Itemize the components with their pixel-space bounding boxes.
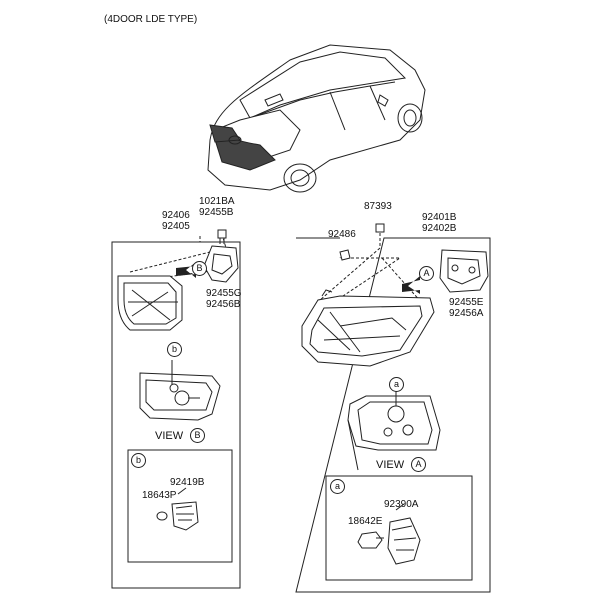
label-1021ba: 1021BA xyxy=(199,196,235,207)
label-92390a: 92390A xyxy=(384,499,419,510)
callout-b-lower: b xyxy=(167,342,182,357)
label-92401b: 92401B xyxy=(422,212,457,223)
detail-b-letter: b xyxy=(131,453,146,468)
label-18642e: 18642E xyxy=(348,516,383,527)
left-lamp-illustration xyxy=(117,275,183,331)
left-gasket-illustration xyxy=(203,245,239,283)
view-b-text: VIEW xyxy=(155,430,184,442)
label-92402b: 92402B xyxy=(422,223,457,234)
right-view-arrow-icon xyxy=(402,276,420,294)
right-detail-box xyxy=(325,475,473,581)
left-view-b-illustration xyxy=(139,372,221,421)
view-b-letter: B xyxy=(190,428,205,443)
label-92486: 92486 xyxy=(328,229,356,240)
right-gasket-illustration xyxy=(439,249,489,293)
left-detail-box xyxy=(127,449,233,563)
callout-b-upper: B xyxy=(192,261,207,276)
callout-a-upper: A xyxy=(419,266,434,281)
right-lamp-illustration xyxy=(301,289,435,367)
right-nut-icon xyxy=(339,249,351,261)
left-detail-parts-illustration xyxy=(156,487,199,531)
label-92406: 92406 xyxy=(162,210,190,221)
right-detail-parts-illustration xyxy=(357,503,421,565)
label-92455g: 92455G xyxy=(206,288,242,299)
label-87393: 87393 xyxy=(364,201,392,212)
label-92419b: 92419B xyxy=(170,477,205,488)
left-view-arrow-icon xyxy=(176,262,196,278)
left-panel-outline xyxy=(111,241,241,589)
callout-a-lower: a xyxy=(389,377,404,392)
left-bolt-icon xyxy=(217,229,227,244)
right-bolt-icon xyxy=(375,223,385,233)
page-title: (4DOOR LDE TYPE) xyxy=(104,14,198,25)
label-92455b: 92455B xyxy=(199,207,234,218)
label-18643p: 18643P xyxy=(142,490,177,501)
right-panel-outline xyxy=(295,237,491,593)
right-view-a-illustration xyxy=(347,395,441,451)
label-92455e: 92455E xyxy=(449,297,484,308)
view-a-letter: A xyxy=(411,457,426,472)
car-illustration xyxy=(207,44,426,193)
label-92456b: 92456B xyxy=(206,299,241,310)
label-92456a: 92456A xyxy=(449,308,484,319)
view-a-text: VIEW xyxy=(376,459,405,471)
detail-a-letter: a xyxy=(330,479,345,494)
label-92405: 92405 xyxy=(162,221,190,232)
